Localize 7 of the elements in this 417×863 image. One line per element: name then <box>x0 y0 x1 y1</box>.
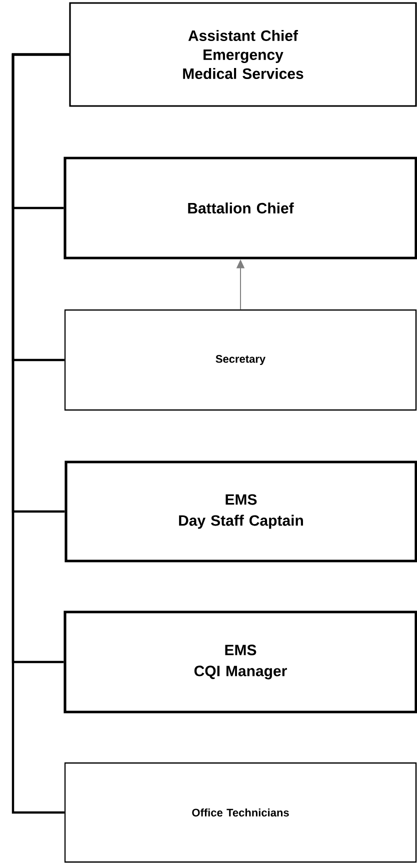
org-box: Secretary <box>64 309 417 411</box>
connector-line <box>12 53 70 814</box>
org-box: EMS Day Staff Captain <box>64 460 417 562</box>
org-box: Assistant Chief Emergency Medical Services <box>69 2 417 107</box>
org-box: EMS CQI Manager <box>64 610 417 714</box>
org-box: Office Technicians <box>64 762 417 863</box>
org-box: Battalion Chief <box>64 156 417 260</box>
